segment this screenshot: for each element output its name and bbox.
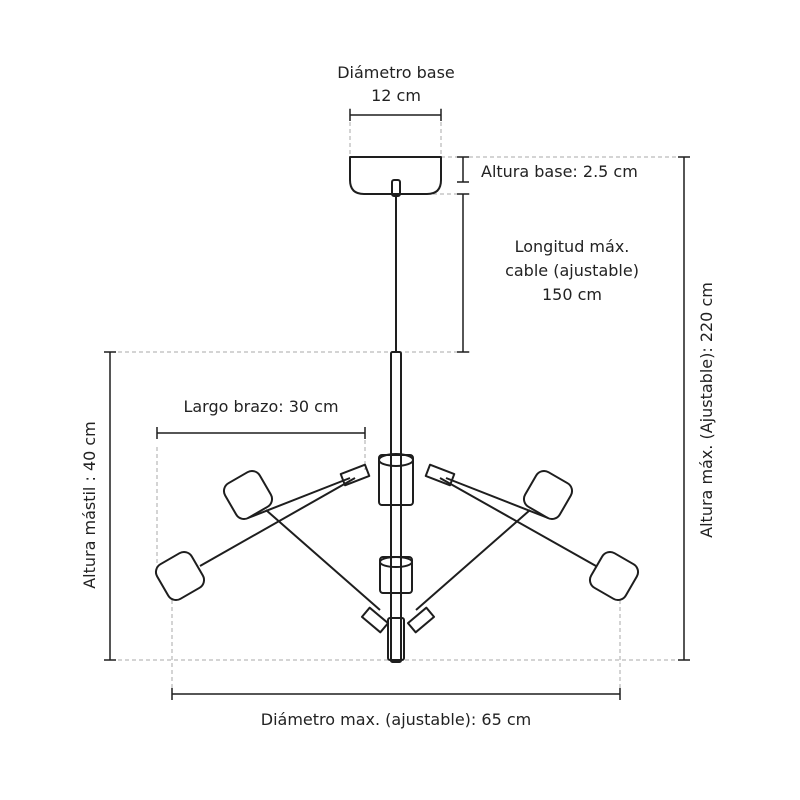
- cable-length-line3: 150 cm: [542, 285, 602, 304]
- dimension-lines: [104, 109, 690, 700]
- cable-length-line2: cable (ajustable): [505, 261, 639, 280]
- mast-rod: [390, 351, 402, 663]
- socket-outer-right: [588, 550, 640, 602]
- socket-upper-left: [222, 469, 274, 521]
- arm-outer-left: [199, 477, 356, 567]
- arm-lower-left: [265, 509, 390, 634]
- ceiling-base: [349, 156, 442, 195]
- lower-hub: [379, 556, 413, 594]
- socket-outer-left: [154, 550, 206, 602]
- max-height-label: Altura máx. (Ajustable): 220 cm: [697, 282, 716, 538]
- cable-length-line1: Longitud máx.: [515, 237, 630, 256]
- labels: Diámetro base 12 cm Altura base: 2.5 cm …: [80, 63, 716, 729]
- bottom-cap: [387, 617, 405, 661]
- mast-height-label: Altura mástil : 40 cm: [80, 421, 99, 589]
- arm-upper-left: [247, 463, 371, 519]
- base-height-label: Altura base: 2.5 cm: [481, 162, 638, 181]
- lamp-drawing: [154, 156, 640, 663]
- arm-lower-right: [406, 509, 531, 634]
- arm-upper-right: [424, 463, 549, 519]
- central-hub: [378, 453, 414, 506]
- max-diameter-label: Diámetro max. (ajustable): 65 cm: [261, 710, 531, 729]
- socket-upper-right: [522, 469, 574, 521]
- base-diameter-title: Diámetro base: [337, 63, 455, 82]
- arm-outer-right: [439, 477, 597, 567]
- base-diameter-value: 12 cm: [371, 86, 421, 105]
- arm-length-label: Largo brazo: 30 cm: [183, 397, 338, 416]
